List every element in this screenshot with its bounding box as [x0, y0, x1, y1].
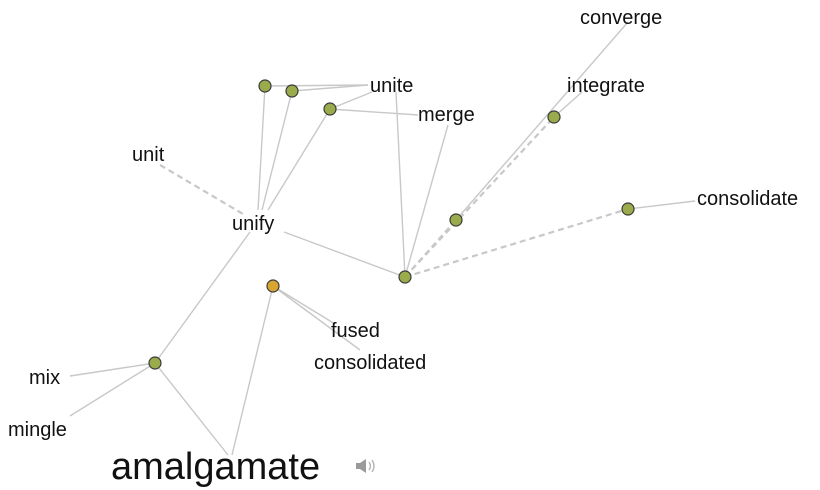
hub-synset-node[interactable] — [398, 270, 412, 284]
edge-hub-node-e — [404, 116, 555, 278]
synset-node[interactable] — [258, 79, 272, 93]
edge-node-c-unite — [329, 91, 373, 110]
edge-node-h-consolidated — [272, 285, 361, 351]
word-fused[interactable]: fused — [331, 320, 380, 342]
edge-hub-merge — [404, 124, 449, 278]
word-unit[interactable]: unit — [132, 144, 165, 166]
word-unify[interactable]: unify — [232, 213, 274, 235]
word-unite[interactable]: unite — [370, 75, 413, 97]
edge-unify-node-g — [154, 231, 251, 364]
edge-hub-unite — [395, 91, 406, 278]
synset-node[interactable] — [449, 213, 463, 227]
edge-node-h-amalgamate — [231, 285, 274, 456]
word-merge[interactable]: merge — [418, 104, 475, 126]
edge-node-d-converge — [455, 21, 629, 221]
speaker-icon[interactable] — [356, 459, 375, 473]
word-consolidated[interactable]: consolidated — [314, 352, 426, 374]
synset-node[interactable] — [547, 110, 561, 124]
edge-node-g-mix — [69, 362, 156, 377]
edge-node-g-amalgamate — [154, 362, 229, 456]
graph-labels: converge integrate unite merge unit unif… — [8, 7, 798, 488]
graph-nodes — [148, 79, 635, 370]
synset-node[interactable] — [621, 202, 635, 216]
graph-edges — [69, 21, 696, 456]
edge-hub-unify — [283, 231, 406, 278]
edge-hub-node-f — [404, 207, 629, 279]
synset-node[interactable] — [148, 356, 162, 370]
edge-unit-unify — [159, 164, 244, 215]
edge-unify-node-c — [267, 108, 331, 211]
edge-node-b-unite — [291, 84, 369, 92]
edge-node-a-unite — [264, 84, 369, 87]
edge-node-f-consolidate — [627, 200, 696, 210]
main-word-amalgamate: amalgamate — [111, 446, 320, 488]
word-integrate[interactable]: integrate — [567, 75, 645, 97]
edge-node-h-fused — [272, 285, 336, 325]
edge-node-c-merge — [329, 108, 419, 116]
edge-node-g-mingle — [69, 362, 156, 417]
adjective-synset-node[interactable] — [266, 279, 280, 293]
edge-unify-node-b — [261, 90, 293, 211]
word-mix[interactable]: mix — [29, 367, 60, 389]
edge-unify-node-a — [257, 85, 266, 211]
synset-node[interactable] — [285, 84, 299, 98]
word-consolidate[interactable]: consolidate — [697, 188, 798, 210]
word-converge[interactable]: converge — [580, 7, 662, 29]
synset-node[interactable] — [323, 102, 337, 116]
word-mingle[interactable]: mingle — [8, 419, 67, 441]
